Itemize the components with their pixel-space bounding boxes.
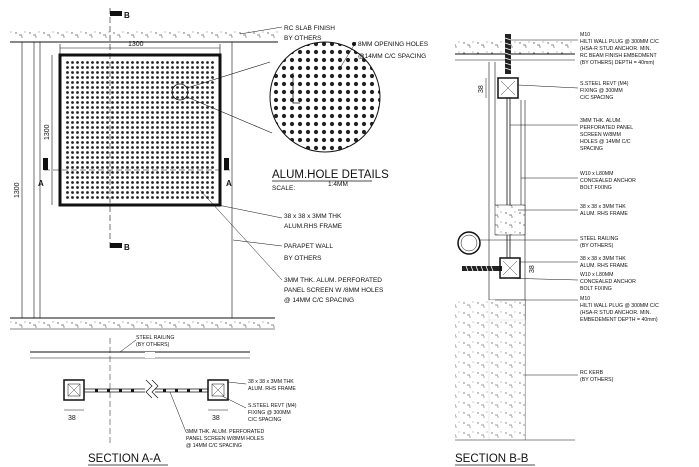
bb-revt-1: S.STEEL REVT (M4) bbox=[580, 81, 629, 87]
elevation-view: 1300 1300 1300 A A B B RC SLAB FINISH BY… bbox=[10, 8, 384, 330]
bb-anchor-bot-3: BOLT FIXING bbox=[580, 286, 612, 292]
bb-perf-1: 3MM THK. ALUM. bbox=[580, 118, 622, 124]
dim-height-outer: 1300 bbox=[14, 182, 21, 198]
note-perf-1: 3MM THK. ALUM. PERFORATED bbox=[284, 277, 382, 284]
note-rhs-2: ALUM.RHS FRAME bbox=[284, 223, 343, 230]
bb-anchor-bot-1: W10 x L80MM bbox=[580, 272, 613, 278]
bb-m10-top-5: (BY OTHERS) DEPTH = 40mm) bbox=[580, 60, 655, 66]
bb-m10-bot-4: EMBEDEMENT DEPTH = 40mm) bbox=[580, 317, 658, 323]
section-mark-a-right: A bbox=[226, 179, 232, 188]
bb-rhs-bot-1: 38 x 38 x 3MM THK bbox=[580, 256, 626, 262]
bb-railing-2: (BY OTHERS) bbox=[580, 243, 614, 249]
dim-width: 1300 bbox=[128, 41, 144, 48]
aa-revt-2: FIXING @ 300MM bbox=[248, 410, 291, 416]
note-perf-3: @ 14MM C/C SPACING bbox=[284, 297, 354, 304]
scale-label: SCALE: bbox=[272, 185, 295, 192]
bb-revt-2: FIXING @ 300MM bbox=[580, 88, 623, 94]
aa-perf-2: PANEL SCREEN W/8MM HOLES bbox=[186, 436, 264, 442]
bb-anchor-top-2: CONCEALED ANCHOR bbox=[580, 178, 636, 184]
bb-steel-railing bbox=[457, 231, 481, 255]
bb-rhs-bottom bbox=[499, 257, 521, 279]
bb-anchor-bot-2: CONCEALED ANCHOR bbox=[580, 279, 636, 285]
note-rc-slab-1: RC SLAB FINISH bbox=[284, 25, 335, 32]
aa-railing-2: (BY OTHERS) bbox=[136, 342, 170, 348]
rc-slab-top bbox=[10, 28, 278, 42]
bb-perf-3: SCREEN W/8MM bbox=[580, 132, 621, 138]
note-rhs-1: 38 x 38 x 3MM THK bbox=[284, 213, 342, 220]
note-perf-2: PANEL SCREEN W /8MM HOLES bbox=[284, 287, 384, 294]
aa-perf-3: @ 14MM C/C SPACING bbox=[186, 443, 242, 449]
hole-note-1: 8MM OPENING HOLES bbox=[358, 41, 429, 48]
bb-m10-top-2: HILTI WALL PLUG @ 300MM C/C bbox=[580, 39, 659, 45]
bb-rhs-top bbox=[497, 77, 519, 99]
perforated-panel bbox=[64, 59, 216, 201]
note-rc-slab-2: BY OTHERS bbox=[284, 35, 322, 42]
dim-height-inner: 1300 bbox=[44, 124, 51, 140]
bb-railing-1: STEEL RAILING bbox=[580, 236, 618, 242]
bb-m10-bot-1: M10 bbox=[580, 296, 590, 302]
bb-dim-top: 38 bbox=[478, 85, 485, 93]
section-mark-b-top: B bbox=[124, 11, 130, 20]
bb-dim-bottom: 38 bbox=[529, 265, 536, 273]
aa-revt-1: S.STEEL REVT (M4) bbox=[248, 403, 297, 409]
bb-rhs-bot-2: ALUM. RHS FRAME bbox=[580, 263, 628, 269]
rhs-frame bbox=[58, 53, 222, 207]
bb-kerb-2: (BY OTHERS) bbox=[580, 377, 614, 383]
aa-dim-right: 38 bbox=[212, 415, 220, 422]
hole-detail-title: ALUM.HOLE DETAILS bbox=[272, 169, 389, 181]
section-bb-title: SECTION B-B bbox=[455, 453, 529, 465]
aa-rhs-right bbox=[207, 379, 229, 401]
hole-detail: 8MM OPENING HOLES @14MM C/C SPACING ALUM… bbox=[269, 41, 429, 192]
bb-rhs-top-2: ALUM. RHS FRAME bbox=[580, 211, 628, 217]
hole-note-2: @14MM C/C SPACING bbox=[358, 53, 426, 60]
section-bb: 38 38 M10 HILTI W bbox=[455, 32, 659, 466]
section-mark-b-bottom: B bbox=[124, 243, 130, 252]
aa-revt-3: C/C SPACING bbox=[248, 417, 281, 423]
section-mark-a-left: A bbox=[38, 179, 44, 188]
bb-rhs-top-1: 38 x 38 x 3MM THK bbox=[580, 204, 626, 210]
bb-m10-top-1: M10 bbox=[580, 32, 590, 38]
bb-perf-4: HOLES @ 14MM C/C bbox=[580, 139, 631, 145]
aa-dim-left: 38 bbox=[68, 415, 76, 422]
parapet-wall-band bbox=[10, 318, 275, 329]
section-aa-title: SECTION A-A bbox=[88, 453, 161, 465]
aa-rhs-left bbox=[63, 379, 85, 401]
rc-beam bbox=[455, 38, 575, 54]
aa-railing-1: STEEL RAILING bbox=[136, 335, 174, 341]
bb-kerb-1: RC KERB bbox=[580, 370, 604, 376]
bb-anchor-top-1: W10 x L80MM bbox=[580, 171, 613, 177]
bb-mid-concrete bbox=[495, 205, 525, 235]
section-aa: 38 38 STEEL RAILING (BY OTHERS) 38 x 38 … bbox=[30, 335, 297, 466]
bb-m10-top-4: RC BEAM FINISH EMBEDMENT bbox=[580, 53, 657, 59]
bb-kerb bbox=[455, 300, 525, 440]
hole-detail-circle bbox=[269, 41, 381, 153]
note-parapet-1: PARAPET WALL bbox=[284, 243, 333, 250]
bb-m10-bot-2: HILTI WALL PLUG @ 300MM C/C bbox=[580, 303, 659, 309]
scale-value: 1:4MM bbox=[328, 181, 348, 188]
note-parapet-2: BY OTHERS bbox=[284, 255, 322, 262]
bb-revt-3: C/C SPACING bbox=[580, 95, 613, 101]
bb-anchor-top-3: BOLT FIXING bbox=[580, 185, 612, 191]
detail-callout-circle bbox=[171, 83, 189, 101]
aa-rhs-2: ALUM. RHS FRAME bbox=[248, 386, 296, 392]
bb-perf-5: SPACING bbox=[580, 146, 603, 152]
aa-rhs-1: 38 x 38 x 3MM THK bbox=[248, 379, 294, 385]
bb-perf-2: PERFORATED PANEL bbox=[580, 125, 633, 131]
bb-m10-bot-3: (HSA-R STUD ANCHOR. MIN. bbox=[580, 310, 651, 316]
bb-m10-top-3: (HSA-R STUD ANCHOR. MIN. bbox=[580, 46, 651, 52]
aa-perf-1: 3MM THK. ALUM. PERFORATED bbox=[186, 429, 264, 435]
